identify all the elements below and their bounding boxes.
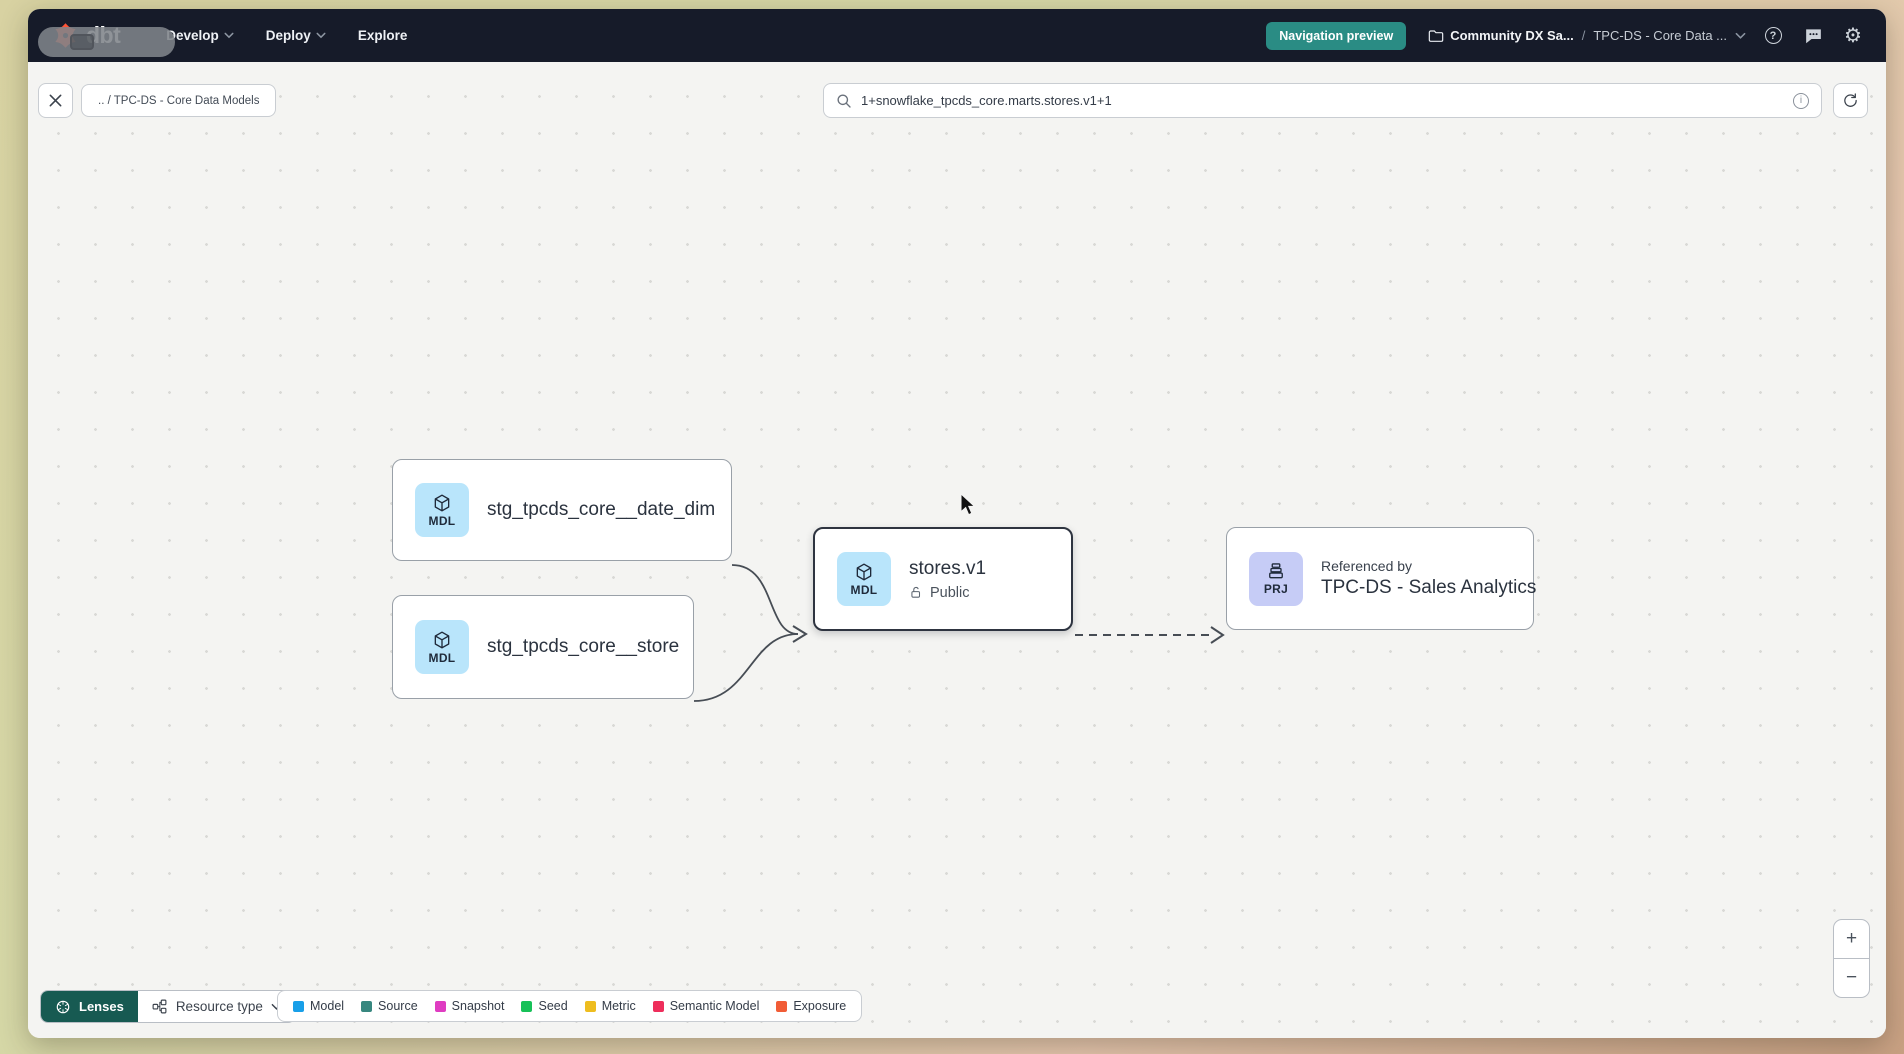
- project-badge: PRJ: [1249, 551, 1303, 606]
- chevron-down-icon: [224, 32, 234, 39]
- legend-item-model: Model: [293, 999, 344, 1013]
- node-label: stg_tpcds_core__store: [487, 636, 680, 657]
- node-text-block: Referenced by TPC-DS - Sales Analytics: [1321, 558, 1536, 599]
- cube-icon: [434, 631, 450, 648]
- legend-item-seed: Seed: [521, 999, 568, 1013]
- nav-item-explore[interactable]: Explore: [346, 20, 420, 51]
- zoom-divider: [1834, 958, 1869, 959]
- screen-share-display-icon: [70, 34, 94, 50]
- legend-swatch: [584, 1000, 596, 1012]
- lock-open-icon: [911, 586, 921, 598]
- badge-code: MDL: [850, 582, 878, 597]
- legend-label: Source: [378, 999, 418, 1013]
- legend-item-source: Source: [361, 999, 418, 1013]
- breadcrumb-project[interactable]: Community DX Sa...: [1428, 28, 1574, 43]
- badge-code: MDL: [428, 650, 456, 665]
- breadcrumb-project-label: Community DX Sa...: [1450, 28, 1574, 43]
- project-stack-icon: [1269, 563, 1283, 579]
- search-icon: [837, 93, 851, 108]
- gear-icon: ⚙: [1844, 24, 1862, 47]
- node-text-block: stores.v1 Public: [909, 558, 986, 601]
- breadcrumb-section[interactable]: TPC-DS - Core Data ...: [1593, 28, 1727, 43]
- legend-swatch: [361, 1000, 373, 1012]
- legend-swatch: [434, 1000, 446, 1012]
- breadcrumb-separator: /: [1581, 28, 1586, 43]
- legend-label: Semantic Model: [669, 999, 760, 1013]
- badge-code: PRJ: [1263, 582, 1289, 596]
- close-icon: [49, 94, 62, 107]
- nav-item-deploy[interactable]: Deploy: [254, 20, 338, 51]
- legend-label: Model: [310, 999, 345, 1013]
- nav-item-label: Explore: [357, 28, 408, 43]
- legend-label: Metric: [601, 999, 636, 1013]
- info-icon[interactable]: i: [1793, 92, 1809, 109]
- node-label: TPC-DS - Sales Analytics: [1321, 577, 1537, 598]
- edge-arrowhead: [792, 625, 808, 643]
- nav-item-label: Deploy: [265, 28, 311, 43]
- legend-label: Snapshot: [451, 999, 505, 1013]
- refresh-lineage-button[interactable]: [1833, 83, 1868, 118]
- legend-swatch: [776, 1000, 788, 1012]
- legend-swatch: [521, 1000, 533, 1012]
- resource-type-legend: Model Source Snapshot Seed Metric Semant…: [277, 990, 863, 1022]
- badge-code: MDL: [428, 513, 456, 528]
- cube-icon: [856, 563, 872, 580]
- node-stg-tpcds-core-store[interactable]: MDL stg_tpcds_core__store: [392, 595, 694, 699]
- top-navigation-bar: dbt Develop Deploy Explore Navigation pr…: [28, 9, 1886, 62]
- node-tpcds-sales-analytics-project[interactable]: PRJ Referenced by TPC-DS - Sales Analyti…: [1226, 527, 1536, 630]
- edge-dashed-arrowhead: [1210, 626, 1225, 644]
- help-button[interactable]: ?: [1760, 23, 1786, 49]
- help-icon: ?: [1764, 27, 1782, 44]
- model-badge: MDL: [415, 620, 469, 674]
- zoom-in-button[interactable]: +: [1845, 928, 1858, 949]
- legend-swatch: [293, 1000, 304, 1012]
- screen-share-pill: [38, 27, 175, 57]
- resource-graph-icon: [152, 999, 167, 1014]
- breadcrumb-chevron-down-icon[interactable]: [1735, 32, 1746, 40]
- canvas-zoom-controls: + −: [1833, 919, 1870, 998]
- search-input[interactable]: [861, 93, 1784, 108]
- legend-label: Seed: [538, 999, 568, 1013]
- legend-item-snapshot: Snapshot: [434, 999, 505, 1013]
- feedback-button[interactable]: [1800, 23, 1826, 49]
- nav-item-develop[interactable]: Develop: [154, 20, 246, 51]
- node-stg-tpcds-core-date-dim[interactable]: MDL stg_tpcds_core__date_dim: [392, 459, 732, 561]
- lenses-button[interactable]: Lenses: [41, 991, 138, 1022]
- legend-label: Exposure: [793, 999, 847, 1013]
- edge-date-dim-to-stores-v1: [731, 564, 799, 635]
- resource-type-dropdown[interactable]: Resource type: [137, 991, 295, 1022]
- chevron-down-icon: [316, 32, 326, 39]
- nav-item-label: Develop: [166, 28, 219, 43]
- folder-icon: [1428, 29, 1444, 42]
- close-lineage-button[interactable]: [38, 83, 73, 118]
- model-badge: MDL: [837, 552, 891, 606]
- node-label: stores.v1: [909, 557, 987, 579]
- lens-aperture-icon: [56, 1000, 70, 1013]
- legend-swatch: [652, 1000, 664, 1012]
- lens-control-group: Lenses Resource type: [40, 990, 296, 1023]
- node-stores-v1[interactable]: MDL stores.v1 Public: [813, 527, 1073, 631]
- node-kicker: Referenced by: [1321, 558, 1413, 574]
- model-badge: MDL: [415, 483, 469, 537]
- lineage-path-chip[interactable]: .. / TPC-DS - Core Data Models: [81, 84, 277, 117]
- node-access-row: Public: [909, 585, 986, 601]
- nav-right-cluster: Navigation preview Community DX Sa... / …: [1266, 21, 1866, 50]
- navigation-preview-badge[interactable]: Navigation preview: [1266, 21, 1407, 50]
- lenses-label: Lenses: [79, 999, 124, 1014]
- zoom-out-button[interactable]: −: [1845, 967, 1858, 988]
- lineage-search-bar: i: [823, 83, 1822, 118]
- legend-item-exposure: Exposure: [776, 999, 846, 1013]
- resource-type-label: Resource type: [175, 999, 263, 1014]
- node-access-label: Public: [930, 584, 970, 601]
- breadcrumb: Community DX Sa... / TPC-DS - Core Data …: [1428, 28, 1746, 43]
- app-window: dbt Develop Deploy Explore Navigation pr…: [28, 9, 1886, 1038]
- feedback-chat-icon: [1805, 29, 1821, 44]
- refresh-icon: [1844, 93, 1857, 107]
- legend-item-metric: Metric: [584, 999, 636, 1013]
- edge-store-to-stores-v1: [693, 633, 799, 702]
- cube-icon: [434, 494, 450, 511]
- settings-button[interactable]: ⚙: [1840, 23, 1866, 49]
- node-label: stg_tpcds_core__date_dim: [487, 499, 716, 520]
- legend-item-semantic-model: Semantic Model: [652, 999, 760, 1013]
